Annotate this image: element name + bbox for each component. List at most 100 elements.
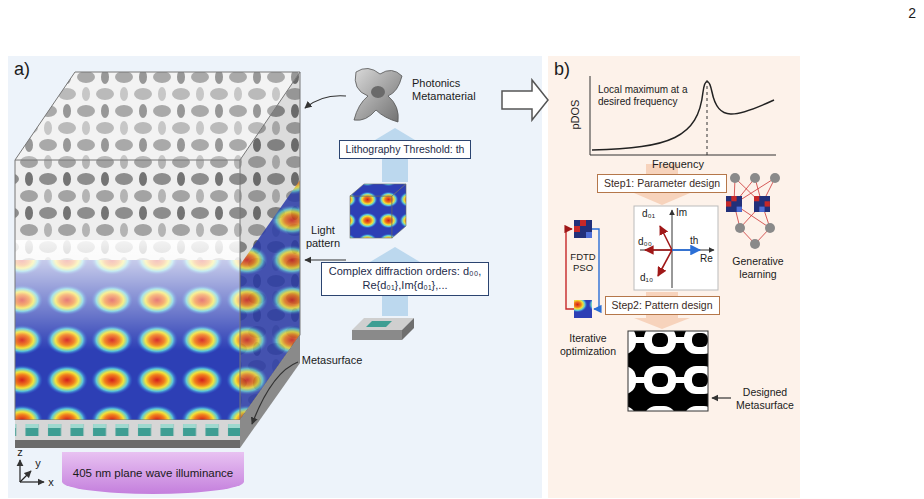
neural-net-icon [726,173,780,249]
axes [19,460,20,482]
complex-plane [658,250,672,276]
metasurface-icon [352,330,402,340]
label-text: FDTD PSO [569,251,597,274]
label-text: y [33,457,43,470]
optimization-loop [566,220,599,318]
neural-net-icon [735,223,745,233]
neural-net-icon [731,196,736,201]
step-box: Complex diffraction orders: d₀₀, Re{d₀₁}… [321,262,489,296]
complex-plane [640,250,714,251]
optimization-loop [566,229,574,309]
neural-net-icon [726,201,731,206]
metasurface-icon [402,318,414,340]
metamaterial-icon [354,68,402,122]
illumination-band: 405 nm plane wave illuminance [62,452,244,494]
label-text: Local maximum at a desired frequency [598,84,692,108]
label-text: Iterative optimization [552,332,624,357]
neural-net-icon [765,201,770,206]
metasurface-slab [15,335,300,448]
neural-net-icon [737,207,742,212]
null [734,178,775,244]
leader-arrows [252,96,346,424]
step-box: Lithography Threshold: th [339,140,472,159]
label-text: th [690,235,704,247]
label-text: pDOS [569,95,582,135]
metasurface-slab [15,420,240,440]
label-text: Re [700,253,716,265]
neural-net-icon [754,196,770,212]
pdos-plot [590,76,776,155]
metamaterial-icon [354,68,402,122]
box-text: Complex diffraction orders: d₀₀, Re{d₀₁}… [328,265,482,293]
label-text: Designed Metasurface [734,386,796,411]
panel-letter: b) [554,59,570,80]
label-text: z [15,446,25,459]
label-text: x [46,476,56,489]
designed-metasurface [712,397,731,398]
leader-arrows [305,96,346,108]
complex-plane [634,206,718,290]
label-text: Generative learning [722,255,794,280]
leader-arrows [252,362,298,424]
metamaterial-cube [15,72,300,420]
neural-net-icon [750,239,760,249]
optimization-loop [574,300,592,318]
light-pattern-icon [392,184,406,238]
complex-plane [672,249,700,251]
complex-plane [645,249,672,251]
designed-metasurface [628,331,731,411]
neural-net-icon [770,173,780,183]
neural-net-icon [759,207,764,212]
label-text: Photonics Metamaterial [412,77,482,103]
metasurface-slab [15,440,240,448]
box-text: Step1: Parameter design [604,177,720,190]
label-text: Light pattern [302,224,344,250]
light-pattern-icon [350,184,406,238]
neural-net-icon [730,173,740,183]
metamaterial-cube [15,72,300,420]
label-text: d₀₀ [638,236,654,248]
flow-arrows [370,128,420,182]
neural-net-icon [765,223,775,233]
step-arrows [634,292,690,329]
leader-arrows [305,259,346,260]
metasurface-icon [366,321,392,327]
step-box: Step1: Parameter design [597,174,727,193]
panel-letter: a) [14,59,30,80]
label-text: d₁₀ [640,272,656,284]
optimization-loop [580,220,586,226]
step-arrows [634,164,690,205]
optimization-loop [574,226,580,232]
light-pattern-icon [350,196,392,238]
metamaterial-icon [371,86,385,98]
hollow-arrow [502,80,548,120]
null [734,178,775,244]
axes [20,471,31,482]
pdos-plot [592,82,774,151]
metasurface-slab [240,335,300,448]
box-text: Step2: Pattern design [612,299,713,312]
flow-arrows [370,247,420,316]
pdos-plot [707,80,708,155]
metasurface-icon [352,318,414,340]
optimization-loop [592,229,599,309]
optimization-loop [574,220,592,238]
label-text: 2 [896,5,916,22]
complex-plane [660,226,672,250]
label-text: Frequency [646,158,710,171]
designed-metasurface [628,331,708,411]
step-box: Step2: Pattern design [605,296,720,315]
box-text: 405 nm plane wave illuminance [73,467,233,479]
optimization-loop [586,232,592,238]
neural-net-icon [726,196,742,212]
label-text: Im [676,207,692,219]
label-text: d₀₁ [642,208,658,220]
label-text: Metasurface [300,354,364,367]
metamaterial-cube [15,240,240,350]
box-text: Lithography Threshold: th [346,143,465,156]
neural-net-icon [750,173,760,183]
complex-plane [634,206,718,290]
neural-net-icon [754,196,759,201]
